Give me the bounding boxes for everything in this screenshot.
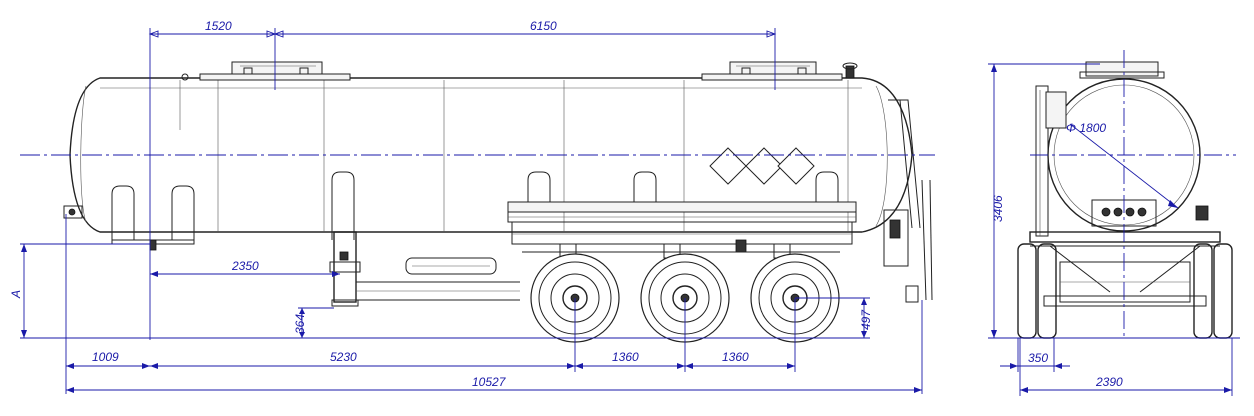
dim-overall-height-label: 3406 — [991, 195, 1005, 222]
dim-manhole-offset: 1520 — [205, 19, 232, 33]
dim-overall-length: 10527 — [472, 375, 507, 389]
suspension — [522, 239, 840, 259]
dim-kingpin-support — [150, 271, 340, 277]
dim-axle-height-label: 497 — [859, 309, 873, 330]
dim-overall-width-label: 2390 — [1095, 375, 1123, 389]
dim-axle-spacing-2: 1360 — [722, 350, 749, 364]
dim-tank-diameter: Φ 1800 — [1066, 121, 1106, 135]
diameter-leader — [1069, 123, 1179, 209]
dim-track-offset — [1000, 338, 1070, 372]
dim-a-label: A — [9, 290, 23, 299]
tank-supports — [111, 171, 839, 245]
dim-track-offset-label: 350 — [1028, 351, 1048, 365]
dim-front-overhang: 1009 — [92, 350, 119, 364]
dim-support-height — [298, 307, 334, 338]
rear-wheel-right — [1193, 243, 1233, 339]
rear-chassis — [1029, 231, 1221, 307]
spare-tire — [405, 257, 497, 275]
rear-wheel-left — [1017, 243, 1057, 339]
dim-support-height-label: 364 — [293, 314, 307, 334]
dim-kingpin-to-axle: 5230 — [330, 350, 357, 364]
front-coupling — [63, 205, 157, 251]
dim-axle-height — [795, 297, 870, 338]
landing-gear — [329, 231, 520, 307]
dim-overall-width — [1019, 338, 1233, 396]
valve-box — [1091, 199, 1209, 227]
dim-overall-height — [988, 63, 1240, 339]
rear-side-frame — [1035, 85, 1067, 237]
dim-bottom-chain — [65, 214, 923, 394]
dim-kingpin-to-support: 2350 — [231, 259, 259, 273]
chassis-frame — [507, 201, 857, 245]
tank-body — [69, 77, 913, 233]
rear-ladder — [883, 99, 933, 303]
hazard-placards — [709, 147, 815, 185]
rear-view: Φ 1800 3406 350 2390 — [988, 50, 1240, 396]
vent-cap — [181, 73, 189, 81]
breather-valve — [842, 62, 858, 79]
dim-height-a — [20, 243, 150, 338]
dim-axle-spacing-1: 1360 — [612, 350, 639, 364]
manhole-rear — [701, 61, 843, 81]
dim-top — [148, 28, 777, 340]
side-view: 1520 6150 2350 A 364 — [9, 19, 935, 394]
dim-manhole-spacing: 6150 — [530, 19, 557, 33]
